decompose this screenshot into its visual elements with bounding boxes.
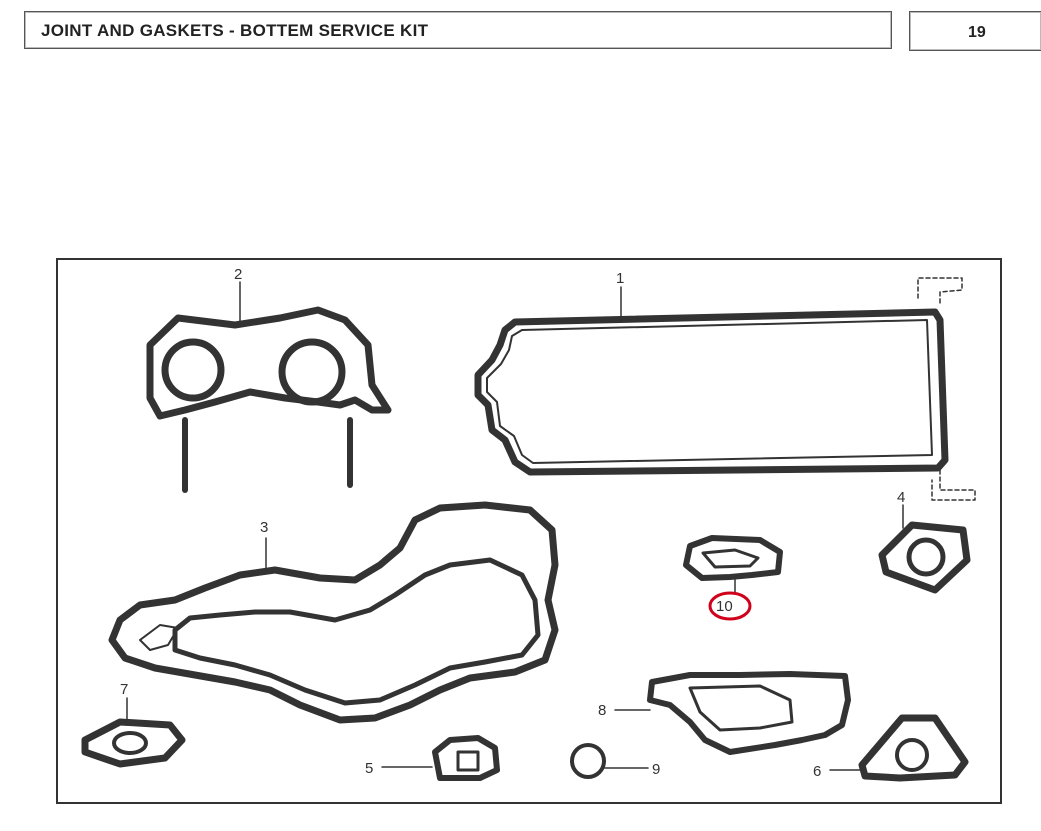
callout-8: 8	[598, 702, 606, 719]
gasket-part-1	[474, 277, 976, 501]
page-number-box: 19	[909, 11, 1041, 51]
gasket-part-8	[614, 671, 851, 755]
callout-4: 4	[897, 489, 905, 506]
gasket-part-9-oring	[570, 743, 649, 779]
gasket-part-5	[381, 735, 500, 781]
callout-7: 7	[120, 681, 128, 698]
callout-6: 6	[813, 763, 821, 780]
gasket-part-10	[683, 535, 783, 595]
page-title: JOINT AND GASKETS - BOTTEM SERVICE KIT	[41, 21, 429, 40]
callout-1: 1	[616, 270, 624, 287]
gasket-part-6	[829, 714, 969, 782]
title-box: JOINT AND GASKETS - BOTTEM SERVICE KIT	[24, 11, 892, 49]
callout-9: 9	[652, 761, 660, 778]
gasket-part-7	[81, 697, 186, 768]
callout-3: 3	[260, 519, 268, 536]
callout-10-highlight	[708, 591, 752, 621]
gasket-part-4	[878, 504, 971, 594]
gasket-part-3	[108, 501, 559, 724]
callout-2: 2	[234, 266, 242, 283]
page-number: 19	[968, 24, 986, 41]
callout-10: 10	[716, 598, 733, 615]
gasket-part-2	[146, 281, 392, 493]
callout-5: 5	[365, 760, 373, 777]
